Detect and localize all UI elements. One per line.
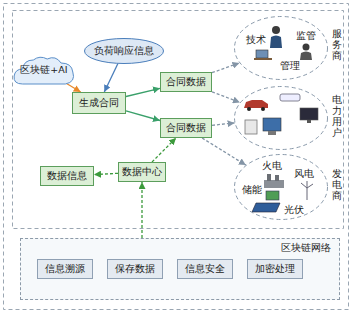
item-label: 技术 [246, 34, 266, 46]
connector-arrow [94, 173, 118, 174]
solar-panel-icon [252, 203, 280, 212]
group-ellipse: 电力用户 [234, 86, 328, 150]
connector-arrow [212, 92, 240, 103]
connector-arrow [104, 64, 118, 92]
cloud-path [14, 57, 74, 84]
ell-outline [234, 86, 328, 150]
connector-arrow [212, 63, 239, 73]
node-label: 数据中心 [122, 166, 162, 178]
item-label: 风电 [294, 168, 314, 180]
washer-icon [245, 120, 257, 134]
oval-node: 负荷响应信息 [84, 38, 164, 64]
outer-frame [4, 4, 349, 310]
node-label: 电力用户 [332, 94, 342, 138]
process-box: 数据信息 [40, 166, 94, 186]
aircon-icon [280, 94, 300, 101]
item-label: 储能 [242, 184, 262, 196]
node-label: 服务商 [332, 28, 342, 61]
node-label: 信息溯源 [45, 263, 85, 275]
node-label: 负荷响应信息 [94, 45, 154, 57]
turbine-icon [301, 181, 313, 200]
node-label: 保存数据 [115, 263, 155, 275]
node-label: 区块链网络 [281, 242, 331, 254]
node-label: 发电商 [332, 168, 342, 201]
function-box: 加密处理 [247, 259, 303, 279]
function-box: 保存数据 [107, 259, 163, 279]
connector-arrow [202, 138, 246, 165]
connector-arrow [141, 182, 142, 238]
connector-arrow [212, 123, 235, 125]
item-label: 光伏 [284, 204, 304, 216]
computer-icon [263, 118, 281, 135]
desk-icon [254, 50, 272, 60]
process-box: 数据中心 [118, 162, 166, 182]
person-icon [270, 26, 282, 48]
ell-path [235, 155, 328, 220]
connector-arrow [152, 138, 176, 162]
node-label: 区块链+AI [20, 64, 67, 76]
node-label: 合同数据 [166, 76, 206, 88]
group-ellipse: 服务商技术监管管理 [234, 16, 328, 80]
person-icon [300, 44, 312, 61]
node-label: 加密处理 [255, 263, 295, 275]
node-label: 数据信息 [47, 170, 87, 182]
connector-arrow [126, 111, 160, 121]
ell-path [235, 87, 328, 150]
node-label: 信息安全 [185, 263, 225, 275]
process-box: 合同数据 [160, 118, 212, 138]
node-label: 生成合同 [79, 97, 119, 109]
oval-path [85, 39, 164, 64]
process-box: 生成合同 [72, 92, 126, 114]
item-label: 监管 [296, 30, 316, 42]
car-icon [244, 100, 268, 111]
factory-icon [264, 174, 284, 188]
item-label: 管理 [280, 60, 300, 72]
tv-icon [300, 108, 318, 123]
connector-arrow [126, 88, 160, 96]
upper-frame [13, 11, 344, 229]
item-label: 火电 [262, 160, 282, 172]
battery-icon [266, 191, 279, 200]
group-ellipse: 发电商火电风电储能光伏 [234, 154, 328, 220]
ell-path [235, 17, 328, 80]
node-label: 合同数据 [166, 122, 206, 134]
function-box: 信息安全 [177, 259, 233, 279]
cloud-node: 区块链+AI [12, 54, 76, 86]
function-box: 信息溯源 [37, 259, 93, 279]
process-box: 合同数据 [160, 72, 212, 92]
network-band: 区块链网络信息溯源 保存数据 信息安全 加密处理 [20, 238, 340, 300]
